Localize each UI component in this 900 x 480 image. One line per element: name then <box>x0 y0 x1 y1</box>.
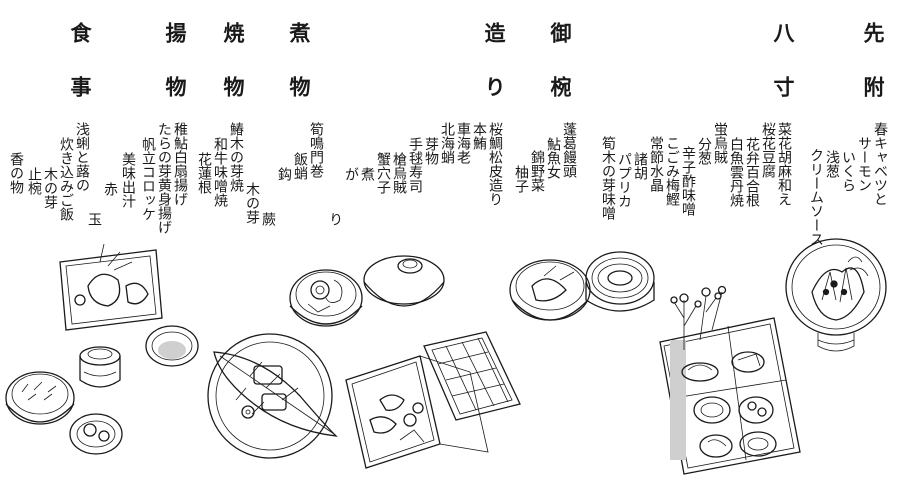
menu-item: り <box>327 212 343 226</box>
menu-item: 飯蛸 <box>292 152 308 180</box>
menu-item: 浅蜊と蕗の <box>74 122 90 192</box>
course-heading-shokuji: 食事 <box>68 22 93 130</box>
sakizuke-glass-illustration <box>785 238 887 352</box>
menu-item: が <box>343 167 359 181</box>
menu-item: 筍鳴門巻 <box>308 122 324 178</box>
menu-item: 蟹穴子 <box>375 152 391 194</box>
menu-item: いくら <box>840 150 856 192</box>
menu-item: 帆立コロッケ <box>140 137 156 221</box>
menu-item: 稚鮎白扇揚げ <box>172 122 188 206</box>
menu-item: 鮎魚女 <box>545 137 561 179</box>
course-heading-yakimono: 焼物 <box>221 22 246 130</box>
menu-item: 手毬寿司 <box>407 137 423 193</box>
menu-item: 煮 <box>359 167 375 181</box>
menu-item: 炊き込みご飯 <box>58 137 74 221</box>
menu-item: 蛍烏賊 <box>712 122 728 164</box>
menu-item: 花蓮根 <box>196 152 212 194</box>
menu-item: 北海蛸 <box>439 122 455 164</box>
tsukuri-box-illustration <box>345 331 521 469</box>
course-heading-hassun: 八寸 <box>771 22 796 130</box>
menu-item: 菜花胡麻和え <box>776 122 792 206</box>
menu-item: 分葱 <box>696 137 712 165</box>
menu-item: 止椀 <box>26 167 42 195</box>
menu-item: 浅葱 <box>824 150 840 178</box>
menu-item: 辛子酢味噌 <box>680 146 696 216</box>
menu-item: 車海老 <box>455 122 471 164</box>
menu-item: 和牛味噌焼 <box>212 137 228 207</box>
course-heading-sakizuke: 先附 <box>861 22 886 130</box>
menu-item: 芽物 <box>423 137 439 165</box>
menu-item: 桜花豆腐 <box>760 122 776 178</box>
menu-item: 常節水晶 <box>648 136 664 192</box>
menu-item: 桜鯛松皮造り <box>487 122 503 206</box>
menu-item: 錦野菜 <box>529 150 545 192</box>
menu-item: 白魚雲丹焼 <box>728 137 744 207</box>
menu-item: たらの芽黄身揚げ <box>156 122 172 234</box>
yakimono-plate-illustration <box>207 333 338 459</box>
menu-item: 赤 <box>102 182 118 196</box>
menu-item: 筍木の芽味噌 <box>600 136 616 220</box>
menu-item: 槍烏賊 <box>391 152 407 194</box>
menu-item: クリームソース <box>808 148 824 246</box>
menu-item: 木の芽 <box>244 182 260 224</box>
menu-item: 蓬葛饅頭 <box>561 122 577 178</box>
course-heading-agemono: 揚物 <box>163 22 188 130</box>
menu-item: 花弁百合根 <box>744 137 760 207</box>
menu-item: 香の物 <box>8 152 24 194</box>
agemono-dish-illustration <box>59 243 199 367</box>
menu-item: こごみ梅鰹 <box>664 136 680 206</box>
menu-item: 木の芽 <box>42 167 58 209</box>
menu-item: 本鮪 <box>471 122 487 150</box>
shokuji-set-illustration <box>5 346 123 455</box>
menu-item: 玉 <box>86 212 102 226</box>
menu-item: サーモン <box>856 136 872 192</box>
menu-item: 美味出汁 <box>120 152 136 208</box>
course-heading-nimono: 煮物 <box>287 22 312 130</box>
menu-item: パプリカ <box>616 152 632 208</box>
menu-item: 鰆木の芽焼 <box>228 122 244 192</box>
owan-bowl-illustration <box>509 251 655 321</box>
menu-item: 蕨 <box>260 212 276 226</box>
course-heading-tsukuri: 造り <box>482 22 507 130</box>
course-heading-owan: 御椀 <box>548 22 573 130</box>
menu-item: 春キャベツと <box>872 122 888 206</box>
hassun-platter-illustration <box>659 285 801 475</box>
menu-item: 鈎 <box>276 167 292 181</box>
nimono-bowl-illustration <box>289 255 445 327</box>
menu-item: 柚子 <box>513 165 529 193</box>
menu-item: 諸胡 <box>632 152 648 180</box>
